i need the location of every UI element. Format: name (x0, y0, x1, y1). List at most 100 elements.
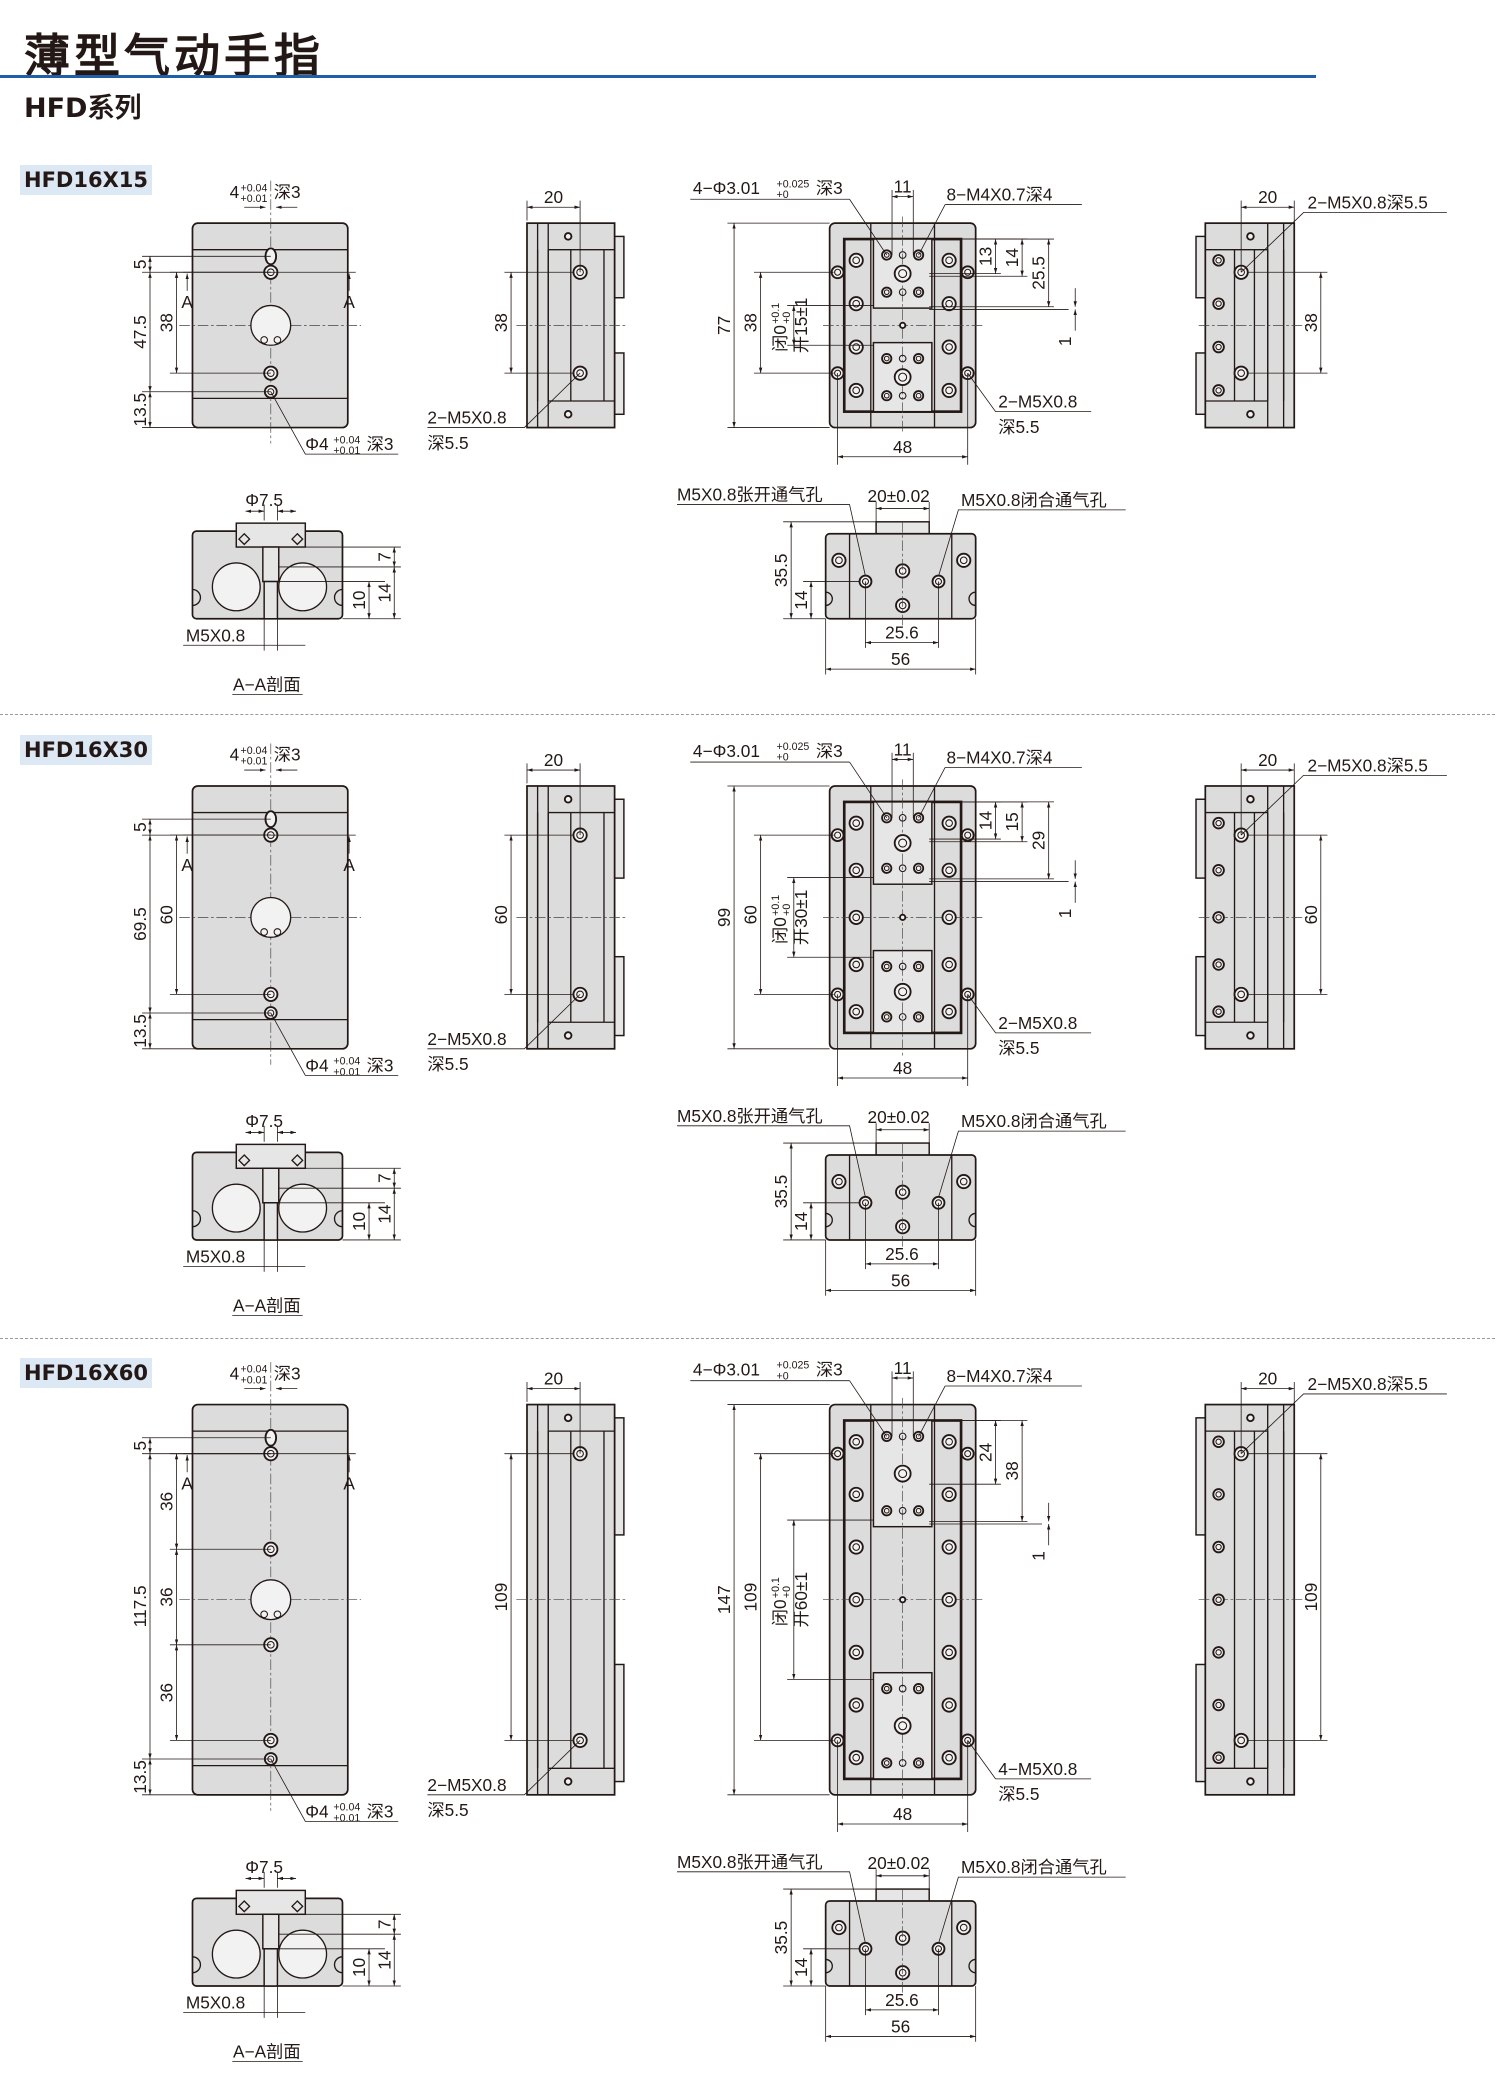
pin-hole-icon (898, 1432, 907, 1441)
thread-mark (945, 1007, 953, 1016)
thread-mark (1215, 1008, 1222, 1015)
thread-mark (915, 1014, 922, 1020)
jaw-protrusion (613, 1417, 625, 1536)
dimension-label: 60 (491, 905, 511, 924)
mounting-hole-icon (1212, 1005, 1225, 1018)
leader-line (427, 994, 581, 1050)
center-hole (899, 913, 907, 921)
thread-mark (852, 1007, 861, 1016)
mounting-hole-icon (1212, 340, 1225, 354)
section-caption: A−A剖面 (233, 674, 301, 694)
mounting-hole-icon (913, 286, 925, 298)
notch (825, 1212, 833, 1228)
small-hole (563, 1413, 573, 1423)
small-hole (260, 336, 269, 344)
tolerance-lower: +0 (777, 189, 789, 201)
pin-hole-icon (898, 962, 907, 971)
dimension-label: 36 (157, 1587, 177, 1606)
mounting-hole-icon (893, 1716, 912, 1735)
section-divider (0, 714, 1495, 715)
thread-mark (834, 1450, 842, 1458)
tolerance-upper: +0.04 (241, 1364, 268, 1376)
dimension-label: 38 (157, 313, 177, 332)
mounting-hole-icon (941, 1644, 957, 1660)
pin-hole-icon (898, 251, 907, 259)
mounting-hole-icon (913, 352, 925, 365)
jaw-protrusion (613, 798, 625, 879)
tolerance-upper: +0.04 (333, 1056, 360, 1068)
mounting-hole-icon (1233, 1732, 1249, 1748)
small-hole (563, 232, 573, 241)
model-tag-hfd16x60: HFD16X60 (20, 1358, 152, 1388)
depth-callout: 深5.5 (427, 1800, 468, 1820)
tolerance-base: Φ4 (305, 1801, 329, 1821)
bore-dim-label: Φ7.5 (245, 1857, 283, 1877)
mounting-hole-icon (941, 252, 957, 268)
notch (825, 591, 833, 607)
thread-mark (883, 963, 890, 970)
open-port-callout: M5X0.8张开通气孔 (677, 1106, 823, 1126)
leader-line (849, 1380, 888, 1437)
dimension-label: 15 (1002, 812, 1022, 831)
section-mark-a: A (181, 855, 193, 875)
open-port-callout: M5X0.8张开通气孔 (677, 485, 823, 505)
thread-mark (945, 1490, 953, 1499)
tolerance-base: 4−Φ3.01 (693, 741, 760, 761)
dimension-label: 109 (1301, 1583, 1321, 1612)
mounting-hole-icon (881, 1757, 893, 1769)
thread-mark (835, 1923, 843, 1932)
leader-line (427, 1740, 581, 1796)
dimension-label: 60 (1301, 905, 1321, 924)
thread-mark (898, 372, 908, 382)
mounting-hole-icon (881, 352, 893, 365)
tolerance-upper: +0.04 (333, 435, 360, 447)
tolerance-upper: +0.025 (777, 1360, 810, 1372)
leader-line (676, 504, 866, 577)
thread-mark (1215, 961, 1222, 968)
leader-line (676, 1125, 866, 1198)
cylinder-bore-icon (211, 1929, 261, 1979)
jaw-width-label: 20±0.02 (868, 1853, 930, 1873)
mounting-hole-icon (1212, 1646, 1225, 1659)
cylinder-bore-icon (278, 562, 328, 612)
thread-mark (1215, 1701, 1222, 1709)
cylinder-bore-icon (211, 1183, 261, 1233)
ball-icon (291, 1900, 304, 1913)
mounting-hole-icon (848, 909, 864, 925)
dimension-label: 20 (544, 187, 563, 207)
pin-hole-icon (898, 1506, 907, 1515)
tolerance-suffix: 深3 (367, 434, 394, 454)
dimension-label: 56 (891, 2016, 910, 2036)
dimension-label: 36 (157, 1492, 177, 1511)
mounting-hole-icon (848, 339, 864, 355)
leader-line (967, 1740, 1092, 1780)
mounting-hole-icon (1212, 1751, 1225, 1764)
mounting-hole-icon (1212, 958, 1225, 971)
pin-hole-icon (898, 1684, 907, 1693)
mounting-hole-icon (881, 390, 893, 402)
dimension-label: 14 (374, 1950, 394, 1970)
cylinder-bore-icon (278, 1929, 328, 1979)
tolerance-base: 4 (230, 745, 240, 765)
tolerance-base: 4 (230, 1363, 240, 1383)
port-thread (263, 580, 279, 620)
tolerance-base: 闭0 (770, 917, 790, 944)
piston-rod (262, 546, 280, 583)
thread-callout: 2−M5X0.8 (427, 1029, 506, 1049)
thread-mark (576, 369, 584, 377)
mounting-hole-icon (941, 1697, 957, 1713)
jaw-protrusion (1195, 352, 1207, 416)
dimension-label: 35.5 (771, 1175, 791, 1209)
series-heading: HFD系列 (24, 93, 142, 124)
tolerance-lower: +0.01 (333, 1812, 360, 1824)
jaw-protrusion (613, 235, 625, 299)
leader-line (1240, 212, 1447, 273)
mounting-hole-icon (893, 368, 912, 387)
pin-hole-icon (898, 1013, 907, 1021)
mounting-hole-icon (941, 1486, 957, 1502)
